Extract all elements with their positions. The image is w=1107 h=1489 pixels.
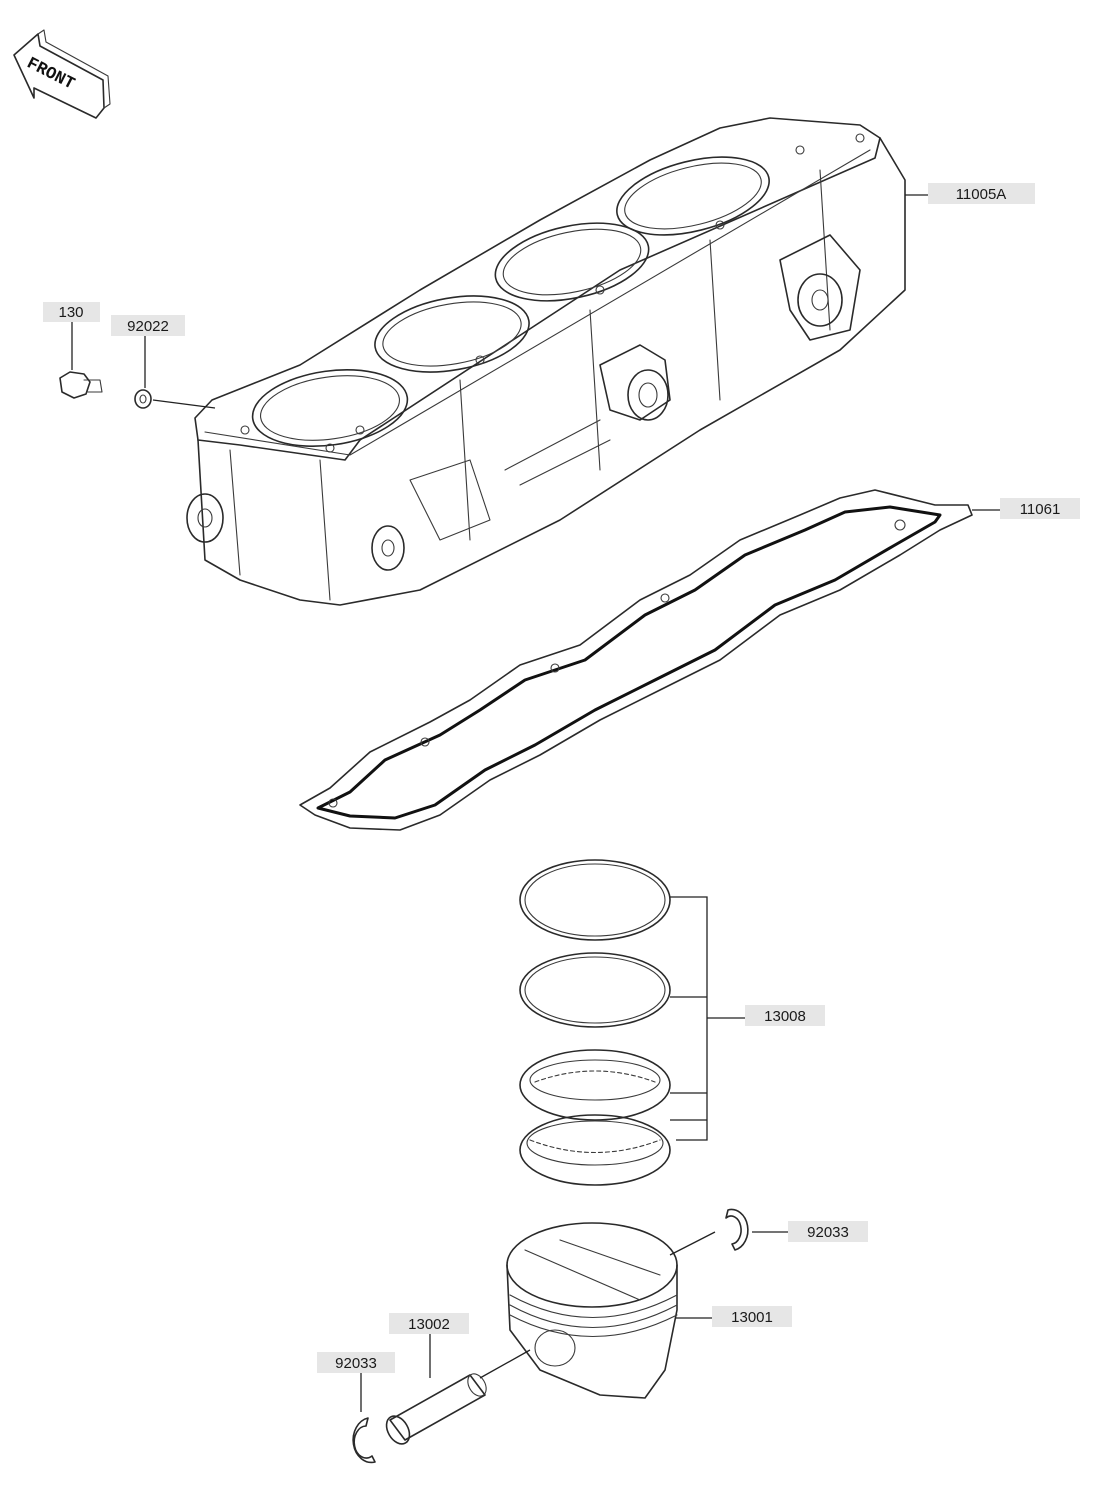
label-bolt: 130 <box>43 302 100 322</box>
cylinder-block-drawing <box>186 117 906 606</box>
washer-drawing <box>134 389 152 409</box>
label-circlip-left: 92033 <box>317 1352 395 1373</box>
label-circlip-right: 92033 <box>788 1221 868 1242</box>
bolt-drawing <box>59 371 103 399</box>
svg-text:92022: 92022 <box>127 318 169 335</box>
label-piston: 13001 <box>712 1306 792 1327</box>
label-rings: 13008 <box>745 1005 825 1026</box>
leader-lines <box>71 194 1000 1412</box>
svg-text:11061: 11061 <box>1020 501 1061 518</box>
svg-text:92033: 92033 <box>335 1355 377 1372</box>
piston-drawing <box>506 1222 678 1399</box>
label-gasket: 11061 <box>1000 498 1080 519</box>
front-direction-arrow: FRONT <box>13 29 111 119</box>
svg-text:13008: 13008 <box>764 1008 806 1025</box>
circlip-left-drawing <box>352 1417 376 1464</box>
label-cylinder: 11005A <box>928 183 1035 204</box>
circlip-right-drawing <box>669 1208 749 1256</box>
svg-text:11005A: 11005A <box>956 186 1007 203</box>
svg-text:13002: 13002 <box>408 1316 450 1333</box>
head-gasket-drawing <box>299 489 973 831</box>
svg-text:130: 130 <box>58 304 83 321</box>
svg-text:13001: 13001 <box>731 1309 773 1326</box>
piston-rings-drawing <box>519 859 671 1186</box>
label-pin: 13002 <box>389 1313 469 1334</box>
svg-text:92033: 92033 <box>807 1224 849 1241</box>
piston-pin-drawing <box>385 1349 531 1445</box>
label-washer: 92022 <box>111 315 185 336</box>
front-label: FRONT <box>23 54 77 94</box>
